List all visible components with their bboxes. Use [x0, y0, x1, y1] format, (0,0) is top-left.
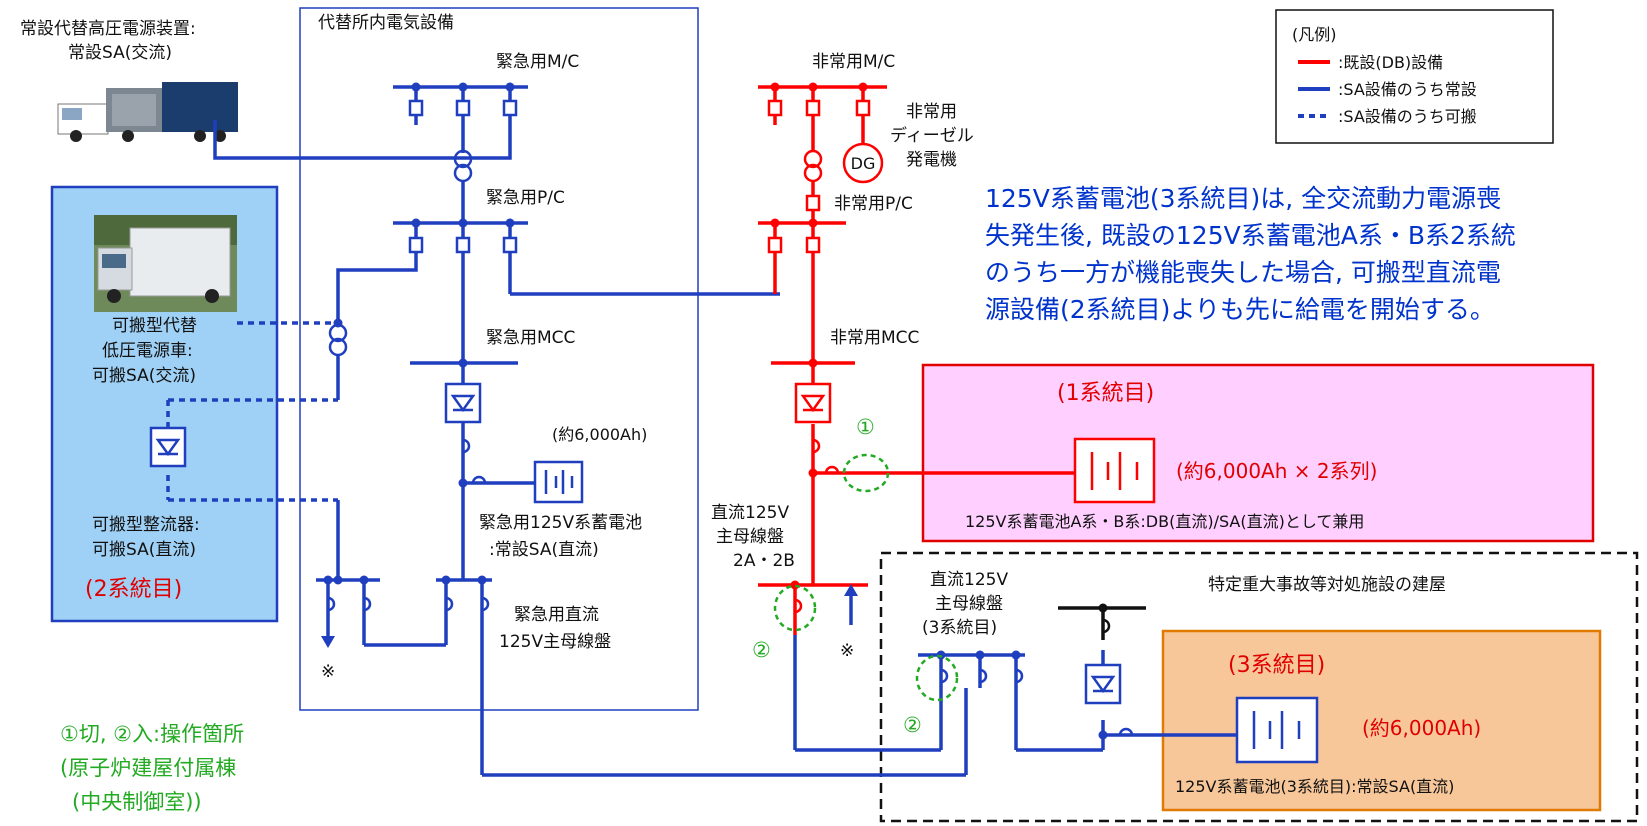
legend-title: (凡例)	[1292, 25, 1337, 44]
top-left-line1: 常設代替高圧電源装置:	[20, 19, 196, 39]
emergency-dc-bus-line1: 緊急用直流	[514, 605, 599, 625]
note-line2: 失発生後, 既設の125V系蓄電池A系・B系2系統	[985, 221, 1516, 250]
non-emergency-dc-bus-line2: 主母線盤	[716, 527, 784, 547]
arrow-icons	[321, 584, 858, 648]
system3-title: (3系統目)	[1228, 653, 1325, 678]
emergency-battery-line1: 緊急用125V系蓄電池	[479, 513, 642, 533]
system3-capacity: (約6,000Ah)	[1362, 716, 1481, 740]
special-building-bus	[1058, 606, 1146, 640]
third-bus-line3: (3系統目)	[922, 618, 997, 638]
note-line4: 源設備(2系統目)よりも先に給電を開始する。	[985, 295, 1495, 324]
non-emergency-dc-bus-line3: 2A・2B	[733, 551, 795, 571]
dg-line1: 非常用	[906, 102, 957, 122]
non-emergency-pc-label: 非常用P/C	[834, 194, 913, 214]
emergency-mc-label: 緊急用M/C	[496, 52, 579, 72]
note-line1: 125V系蓄電池(3系統目)は, 全交流動力電源喪	[985, 184, 1501, 213]
sa-portable-lines	[166, 321, 338, 502]
legend-box	[1275, 9, 1554, 144]
third-bus-line2: 主母線盤	[935, 594, 1003, 614]
system1-capacity: (約6,000Ah × 2系列)	[1176, 459, 1377, 483]
note-line3: のうち一方が機能喪失した場合, 可搬型直流電	[985, 258, 1501, 287]
rectifier-icon	[149, 382, 1122, 705]
vehicle-line3: 可搬SA(交流)	[92, 366, 196, 386]
vehicle-line1: 可搬型代替	[112, 316, 197, 336]
system2-label: (2系統目)	[85, 577, 182, 602]
dg-line2: ディーゼル	[890, 125, 974, 146]
legend-item-sa-portable: :SA設備のうち可搬	[1338, 107, 1477, 126]
emergency-battery-line2: :常設SA(直流)	[489, 540, 599, 560]
vehicle-line2: 低圧電源車:	[102, 341, 193, 361]
junction-dots	[323, 82, 1108, 740]
marker-2b: ②	[903, 713, 922, 737]
marker-2a: ②	[752, 638, 771, 662]
generator-icon: DG	[842, 142, 884, 184]
transformer-icon	[328, 149, 823, 357]
non-emergency-mcc-label: 非常用MCC	[830, 328, 919, 348]
legend-swatches	[1298, 60, 1330, 118]
operation-markers	[773, 453, 959, 702]
top-left-line2: 常設SA(交流)	[68, 43, 172, 63]
system3-panel	[1161, 629, 1602, 812]
dg-line3: 発電機	[906, 150, 957, 170]
truck-image	[57, 82, 238, 142]
emergency-battery-capacity: (約6,000Ah)	[552, 425, 647, 444]
special-building-box	[879, 551, 1639, 823]
ref-mark-a: ※	[321, 662, 335, 682]
switch-hooks	[327, 438, 1134, 736]
indoor-box-title: 代替所内電気設備	[318, 13, 454, 33]
system1-title: (1系統目)	[1057, 381, 1154, 406]
non-emergency-mc-label: 非常用M/C	[812, 52, 895, 72]
dg-symbol: DG	[851, 154, 876, 173]
special-building-title: 特定重大事故等対処施設の建屋	[1208, 575, 1446, 595]
operation-note-line1: ①切, ②入:操作箇所	[60, 722, 244, 746]
non-emergency-dc-bus-line1: 直流125V	[711, 503, 789, 523]
operation-note-line3: (中央制御室))	[72, 790, 202, 814]
operation-note-line2: (原子炉建屋付属棟	[60, 756, 236, 780]
system1-panel	[921, 363, 1595, 543]
system3-caption: 125V系蓄電池(3系統目):常設SA(直流)	[1175, 777, 1454, 796]
emergency-dc-bus-line2: 125V主母線盤	[499, 632, 611, 652]
legend-item-sa-permanent: :SA設備のうち常設	[1338, 80, 1477, 99]
emergency-mcc-label: 緊急用MCC	[486, 328, 575, 348]
rectifier-line2: 可搬SA(直流)	[92, 540, 196, 560]
third-bus-line1: 直流125V	[930, 570, 1008, 590]
ref-mark-b: ※	[840, 641, 854, 661]
vehicle-image	[94, 215, 237, 312]
marker-1: ①	[856, 415, 875, 439]
legend-item-existing: :既設(DB)設備	[1338, 53, 1443, 72]
indoor-equipment-box	[299, 7, 699, 711]
battery-icon	[533, 437, 1319, 764]
rectifier-line1: 可搬型整流器:	[92, 515, 200, 535]
emergency-pc-label: 緊急用P/C	[486, 188, 565, 208]
system1-caption: 125V系蓄電池A系・B系:DB(直流)/SA(直流)として兼用	[965, 512, 1364, 531]
